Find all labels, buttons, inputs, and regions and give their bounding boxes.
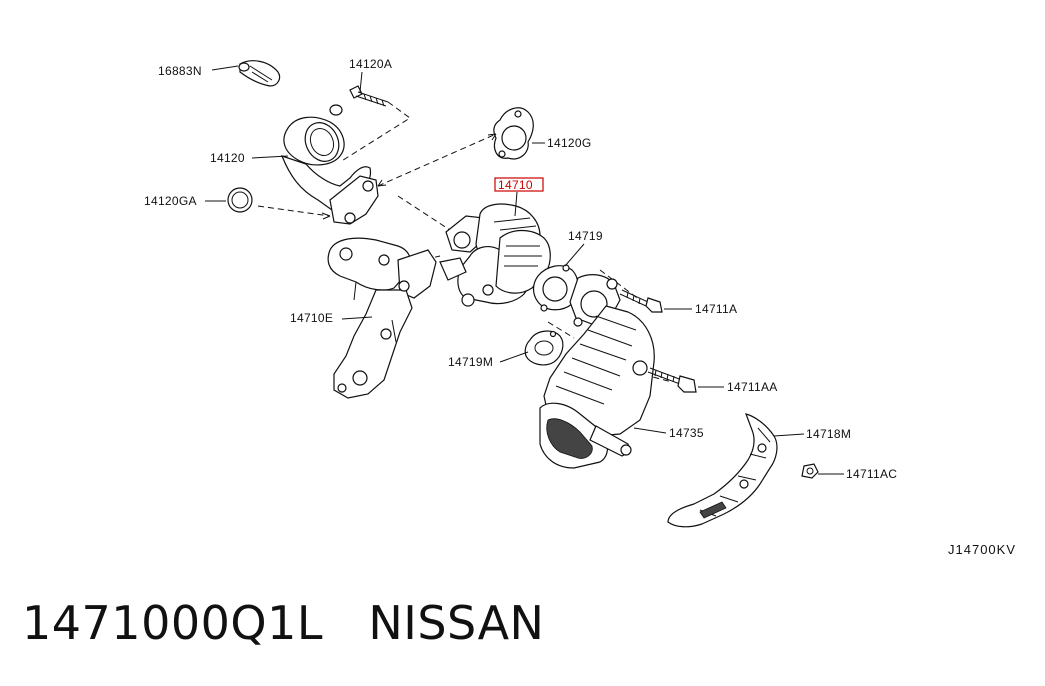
part-bolt-14711A[interactable] [619,289,663,313]
leader-14735 [633,427,667,434]
leader-14710E [341,316,373,320]
leader-14120 [251,155,289,159]
label-14120A: 14120A [349,57,392,71]
leader-14718M [773,433,805,437]
part-gasket-14719[interactable] [532,264,579,312]
part-bolt-14711AA[interactable] [647,367,697,393]
label-14120G: 14120G [547,136,592,150]
leader-14719M [499,351,529,363]
label-14711AC: 14711AC [846,467,897,481]
label-14735: 14735 [669,426,704,440]
part-clamp-16883N[interactable] [238,60,281,87]
label-14719M: 14719M [448,355,493,369]
leader-14719 [564,243,585,267]
label-14710E: 14710E [290,311,333,325]
part-heat-shield-14718M[interactable] [667,413,778,528]
part-gasket-14120G[interactable] [493,107,534,160]
label-14719: 14719 [568,229,603,243]
leader-14710 [514,191,518,217]
footer-caption: 1471000Q1L NISSAN [22,596,544,650]
part-bracket-14710E[interactable] [327,237,437,399]
part-bolt-14120A[interactable] [349,85,389,107]
part-gasket-14120GA[interactable] [227,187,253,213]
label-14120: 14120 [210,151,245,165]
highlight-box-14710 [494,177,544,192]
label-14710[interactable]: 14710 [498,178,533,192]
part-nut-14711AC[interactable] [801,463,819,479]
part-gasket-14719M[interactable] [524,330,564,366]
footer-brand: NISSAN [368,596,545,650]
label-14711A: 14711A [695,302,737,316]
part-egr-valve-14710[interactable] [439,203,551,307]
label-14711AA: 14711AA [727,380,778,394]
parts-diagram: 16883N 14120A 14120 14120G 14120GA 14710… [144,57,897,528]
diagram-reference-code: J14700KV [948,542,1016,557]
label-14120GA: 14120GA [144,194,197,208]
part-egr-tube-14120[interactable] [280,104,379,225]
footer-gap [323,596,368,650]
part-egr-cooler-14735[interactable] [539,274,655,469]
footer-part-number: 1471000Q1L [22,596,323,650]
leader-14120A [359,71,363,93]
leader-16883N [211,65,239,71]
label-14718M: 14718M [806,427,851,441]
label-16883N: 16883N [158,64,202,78]
